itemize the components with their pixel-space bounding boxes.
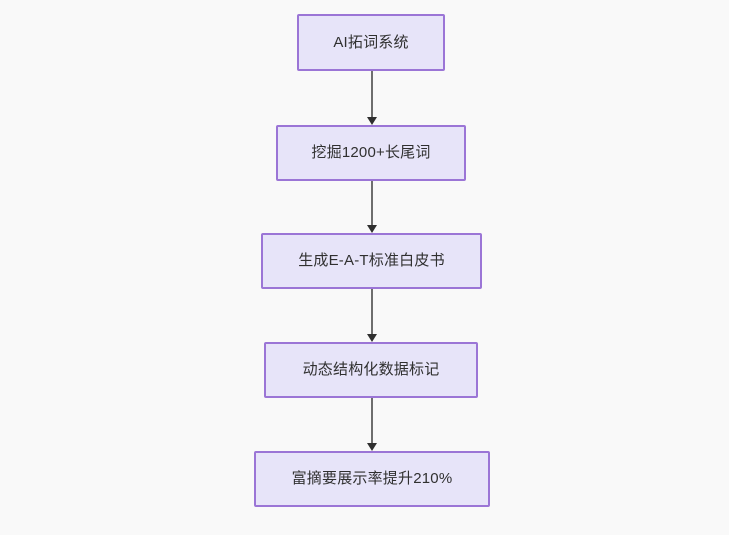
flow-node-ai-keyword-system[interactable]: AI拓词系统	[297, 14, 445, 71]
flow-node-label: 生成E-A-T标准白皮书	[298, 252, 445, 269]
edge-line	[371, 181, 373, 225]
arrowhead-icon	[367, 443, 377, 451]
flow-node-label: 动态结构化数据标记	[302, 361, 440, 378]
edge-line	[371, 289, 373, 334]
flow-node-generate-eat-whitepaper[interactable]: 生成E-A-T标准白皮书	[261, 233, 482, 289]
flow-node-mine-longtail-keywords[interactable]: 挖掘1200+长尾词	[276, 125, 466, 181]
edge-line	[371, 71, 373, 117]
flow-node-dynamic-structured-data-markup[interactable]: 动态结构化数据标记	[264, 342, 478, 398]
flow-node-rich-snippet-impression-lift[interactable]: 富摘要展示率提升210%	[254, 451, 490, 507]
flow-node-label: AI拓词系统	[333, 33, 409, 51]
arrowhead-icon	[367, 225, 377, 233]
edge-line	[371, 398, 373, 443]
arrowhead-icon	[367, 334, 377, 342]
flow-node-label: 挖掘1200+长尾词	[311, 144, 431, 161]
arrowhead-icon	[367, 117, 377, 125]
flow-node-label: 富摘要展示率提升210%	[291, 470, 453, 487]
